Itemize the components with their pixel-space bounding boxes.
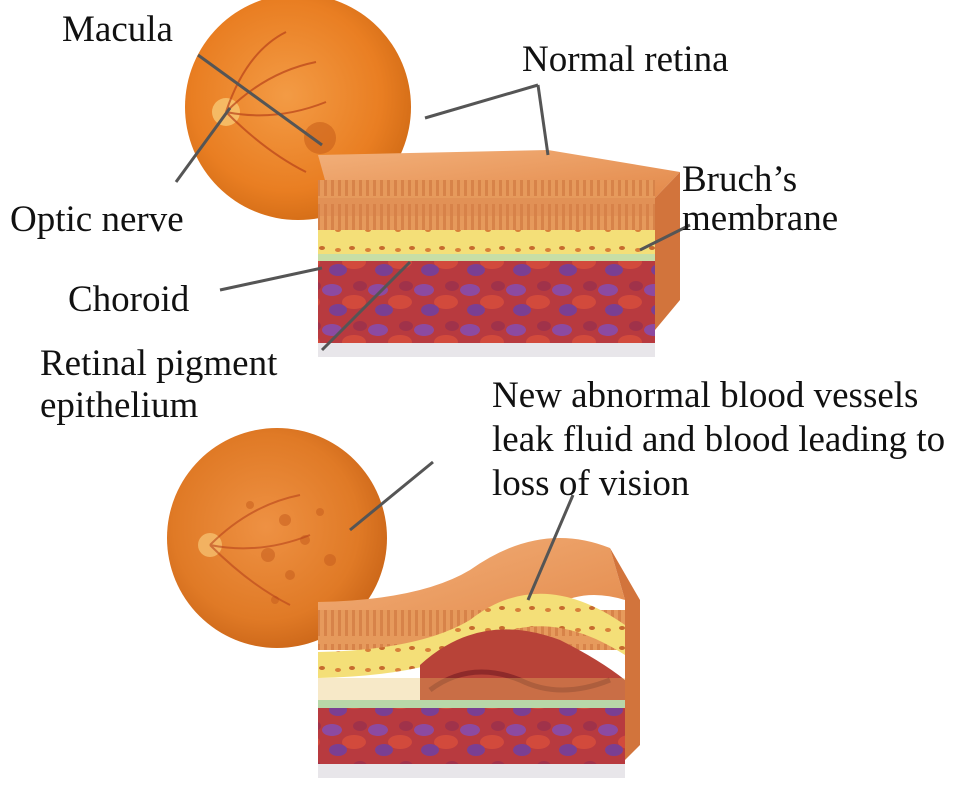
rpe-label-line1: Retinal pigment bbox=[40, 342, 277, 386]
macula-label: Macula bbox=[62, 8, 173, 52]
normal-retina-block bbox=[318, 150, 680, 357]
abnormal-vessels-label-line3: loss of vision bbox=[492, 462, 689, 506]
choroid-label: Choroid bbox=[68, 278, 189, 322]
abnormal-vessels-label-line2: leak fluid and blood leading to bbox=[492, 418, 945, 462]
optic-nerve-label: Optic nerve bbox=[10, 198, 184, 242]
bruchs-label-line2: membrane bbox=[682, 197, 838, 241]
bruchs-label-line1: Bruch’s bbox=[682, 158, 797, 202]
normal-retina-leader-2 bbox=[538, 85, 548, 155]
normal-retina-leader-1 bbox=[425, 85, 538, 118]
rpe-label-line2: epithelium bbox=[40, 384, 198, 428]
choroid-leader bbox=[220, 268, 322, 290]
abnormal-vessels-label-line1: New abnormal blood vessels bbox=[492, 374, 918, 418]
normal-retina-label: Normal retina bbox=[522, 38, 729, 82]
